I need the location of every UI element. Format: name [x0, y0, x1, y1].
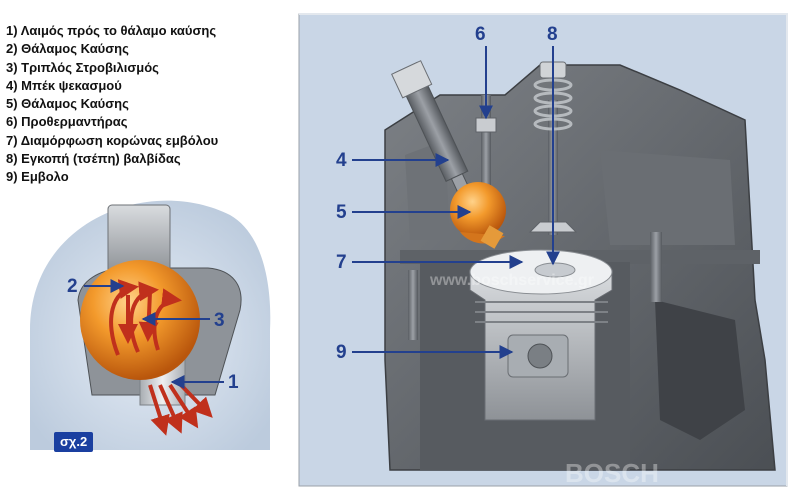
head-bolt [408, 270, 418, 340]
callout-8: 8 [547, 24, 558, 45]
inset-figure: 2 3 1 [30, 200, 271, 450]
legend-item: 7) Διαμόρφωση κορώνας εμβόλου [6, 132, 219, 148]
inset-swirl-arrows [109, 279, 182, 356]
legend-item: 6) Προθερμαντήρας [6, 114, 128, 130]
head-bolt [650, 232, 662, 302]
piston-pin [527, 343, 553, 369]
figure-tag: σχ.2 [54, 432, 94, 452]
callout-5: 5 [336, 202, 347, 223]
chamber-throat [480, 225, 504, 249]
engine-panel: www.boschservice.gr BOSCH 6 8 4 5 7 9 [298, 13, 788, 488]
legend-item: 1) Λαιμός πρός το θάλαμο καύσης [6, 23, 217, 38]
watermark-url: www.boschservice.gr [429, 272, 594, 289]
watermark-brand: BOSCH [565, 458, 659, 488]
callout-9: 9 [336, 342, 347, 363]
swirl-chamber [450, 182, 506, 238]
legend-item: 5) Θάλαμος Καύσης [6, 96, 129, 112]
inset-callout-2: 2 [67, 276, 78, 297]
intake-port [600, 150, 735, 245]
callout-6: 6 [475, 24, 486, 45]
callout-7: 7 [336, 252, 347, 273]
legend-item: 3) Τριπλός Στροβιλισμός [6, 59, 159, 75]
water-jacket [655, 300, 745, 440]
component-legend: 1) Λαιμός πρός το θάλαμο καύσης 2) Θάλαμ… [6, 22, 296, 187]
legend-item: 8) Εγκοπή (τσέπη) βαλβίδας [6, 151, 181, 167]
glow-plug [475, 95, 497, 190]
callout-4: 4 [336, 150, 347, 171]
legend-item: 4) Μπέκ ψεκασμού [6, 77, 122, 93]
legend-item: 9) Εμβολο [6, 169, 69, 185]
inset-callout-1: 1 [228, 372, 239, 393]
inset-callout-3: 3 [214, 310, 225, 331]
legend-item: 2) Θάλαμος Καύσης [6, 41, 129, 57]
